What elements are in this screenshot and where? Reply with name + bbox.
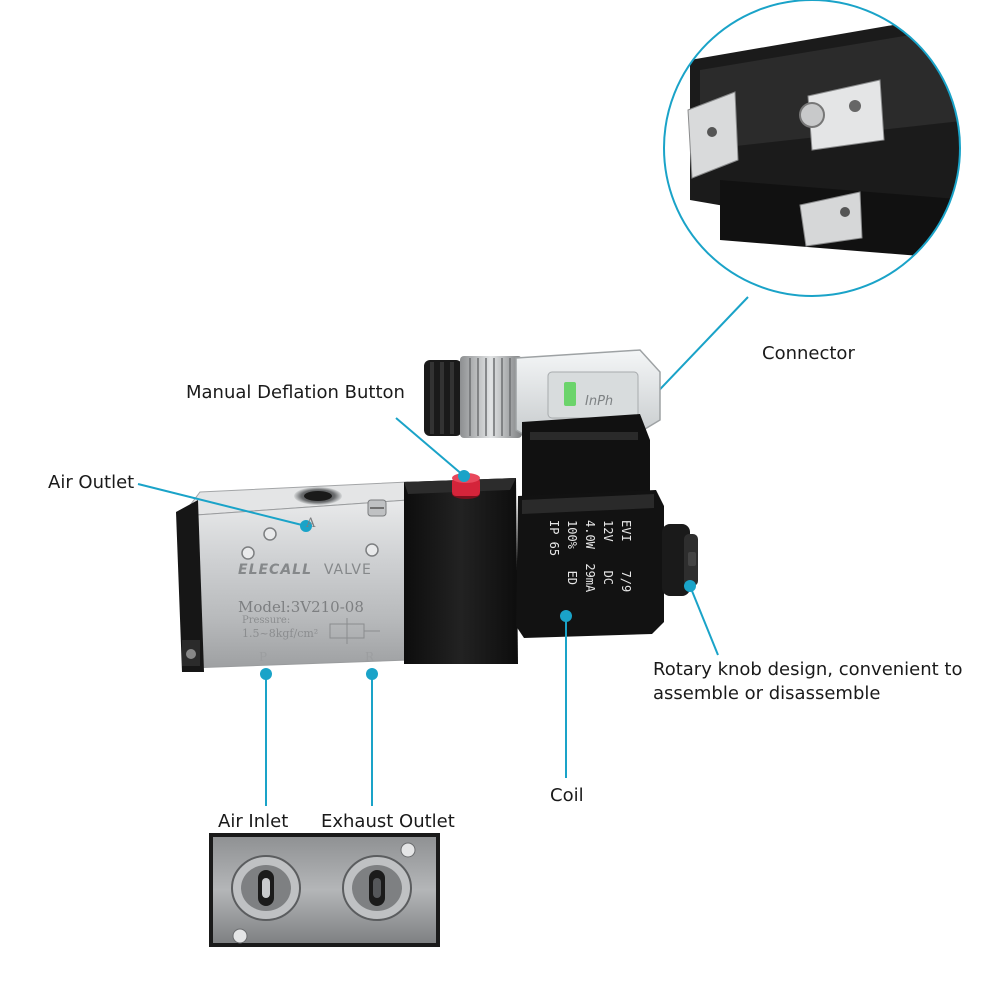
label-coil: Coil <box>550 785 584 806</box>
callout-dot-icon <box>260 668 272 680</box>
brand-name: ELECALL <box>238 562 312 578</box>
actuator-block <box>404 478 518 664</box>
connector-cap: InPh <box>424 349 661 498</box>
callout-dot-icon <box>684 580 696 592</box>
coil-spec-line-1: EVI 7/9 <box>619 520 633 593</box>
valve-body <box>176 481 409 672</box>
callout-lines <box>137 417 719 806</box>
label-connector: Connector <box>762 343 855 364</box>
coil-spec-line-5: IP 65 <box>547 520 561 557</box>
port-p-marking: P <box>259 650 268 664</box>
connector-zoom-detail <box>663 0 961 297</box>
pressure-label: Pressure: <box>242 615 291 626</box>
label-exhaust-outlet: Exhaust Outlet <box>321 811 455 832</box>
label-rotary-knob: Rotary knob design, convenient to assemb… <box>653 659 963 704</box>
svg-text:InPh: InPh <box>585 394 613 409</box>
callout-dot-icon <box>300 520 312 532</box>
brand-suffix: VALVE <box>323 562 372 578</box>
pressure-value: 1.5~8kgf/cm² <box>242 627 319 640</box>
callout-dot-icon <box>366 668 378 680</box>
label-manual-deflation-button: Manual Deflation Button <box>186 382 405 403</box>
coil-spec-line-2: 12V DC <box>601 520 615 586</box>
model-marking: Model:3V210-08 <box>238 598 364 616</box>
coil-spec-text: EVI 7/9 12V DC 4.0W 29mA 100% ED IP 65 <box>539 520 633 630</box>
coil-spec-line-4: 100% ED <box>565 520 579 586</box>
callout-dot-icon <box>458 470 470 482</box>
label-air-inlet: Air Inlet <box>218 811 289 832</box>
port-r-marking: R <box>365 650 375 664</box>
callout-dot-icon <box>560 610 572 622</box>
coil-spec-line-3: 4.0W 29mA <box>583 520 597 593</box>
port-detail-inset <box>209 833 440 947</box>
port-a-marking: A <box>306 516 316 531</box>
coil-housing <box>516 490 698 638</box>
brand-logo: ELECALL VALVE <box>238 562 372 578</box>
label-air-outlet: Air Outlet <box>48 472 135 493</box>
